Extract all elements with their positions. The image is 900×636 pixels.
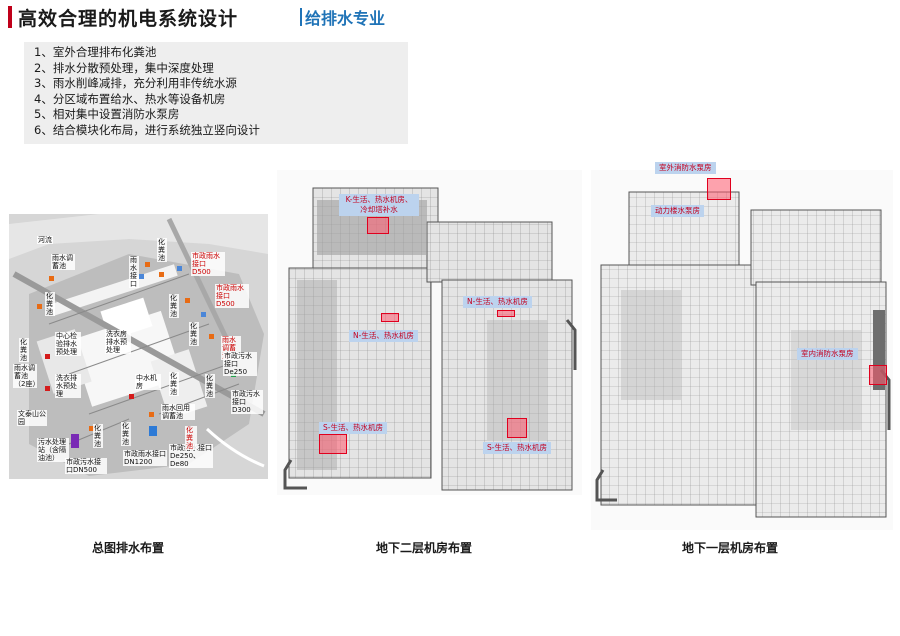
point-item: 6、结合模块化布局，进行系统独立竖向设计 [34, 122, 260, 137]
septic-tank-marker [159, 272, 164, 277]
site-plan-caption: 总图排水布置 [92, 541, 165, 555]
site-label: 市政雨水接口DN1200 [123, 450, 167, 466]
indoor-fire-pump-room [869, 365, 887, 385]
site-label: 化粪池 [169, 294, 179, 318]
septic-tank-marker [209, 334, 214, 339]
site-label: 化粪池 [189, 322, 199, 346]
point-item: 4、分区域布置给水、热水等设备机房 [34, 91, 226, 106]
septic-tank-marker [89, 426, 94, 431]
b1-floor-plan: 动力楼水泵房 室内消防水泵房 [591, 170, 893, 530]
site-label: 中心检验排水预处理 [55, 332, 81, 356]
page-title: 高效合理的机电系统设计 [18, 7, 239, 30]
site-label: 市政雨水接口D500 [191, 252, 225, 276]
point-item: 5、相对集中设置消防水泵房 [34, 107, 180, 122]
point-item: 3、雨水削峰减排，充分利用非传统水源 [34, 76, 237, 91]
site-label: 河流 [37, 236, 53, 244]
machine-room-n-west [381, 313, 399, 322]
site-label: 化粪池 [185, 426, 197, 450]
septic-tank-marker [37, 304, 42, 309]
site-label: 雨水接口 [129, 256, 139, 288]
site-drainage-plan: 河流 化粪池 雨水接口 雨水调蓄池 化粪池 市政雨水接口D500 化粪池 市政雨… [9, 214, 268, 479]
machine-room-s-east [507, 418, 527, 438]
storm-inlet-marker [139, 274, 144, 279]
site-label: 市政污水接口D300 [231, 390, 263, 414]
pretreatment-marker [45, 354, 50, 359]
b2-floor-plan: K-生活、热水机房、冷却塔补水 N-生活、热水机房 N-生活、热水机房 S-生活… [277, 170, 582, 495]
room-tag-k: K-生活、热水机房、冷却塔补水 [339, 194, 419, 216]
outdoor-fire-pump-room [707, 178, 731, 200]
machine-room-k [367, 217, 389, 234]
room-tag-indoor-fire: 室内消防水泵房 [797, 348, 858, 360]
room-tag-s-west: S-生活、热水机房 [319, 422, 387, 434]
b1-plan-caption: 地下一层机房布置 [682, 541, 779, 555]
site-label: 市政污水接口De250 [223, 352, 257, 376]
site-label: 化粪池 [121, 422, 131, 446]
page-subtitle: 给排水专业 [300, 5, 385, 29]
site-label: 市政污水接口DN500 [65, 458, 107, 474]
site-label: 化粪池 [157, 238, 167, 262]
storm-inlet-marker [177, 266, 182, 271]
site-label: 洗衣房排水预处理 [105, 330, 131, 354]
pretreatment-marker [129, 394, 134, 399]
site-label: 污水处理站（含隔油池） [37, 438, 69, 462]
point-item: 1、室外合理排布化粪池 [34, 45, 157, 59]
site-label: 化粪池 [19, 338, 29, 362]
site-label: 雨水回用调蓄池 [161, 404, 195, 420]
title-accent-bar [8, 6, 12, 28]
subtitle-text: 给排水专业 [305, 9, 386, 28]
pretreatment-marker [45, 386, 50, 391]
room-tag-n-east: N-生活、热水机房 [463, 296, 532, 308]
site-label: 洗衣排水预处理 [55, 374, 81, 398]
key-points-box: 1、室外合理排布化粪池 2、排水分散预处理，集中深度处理 3、雨水削峰减排，充分… [24, 42, 408, 144]
machine-room-n-east [497, 310, 515, 317]
site-label: 中水机房 [135, 374, 161, 390]
site-label: 雨水调蓄池 [51, 254, 75, 270]
septic-tank-marker [145, 262, 150, 267]
site-label: 化粪池 [93, 424, 103, 448]
room-tag-n-west: N-生活、热水机房 [349, 330, 418, 342]
site-label: 化粪池 [169, 372, 179, 396]
site-label: 化粪池 [205, 374, 215, 398]
septic-tank-marker [149, 412, 154, 417]
site-label: 市政雨水接口D500 [215, 284, 249, 308]
site-label: 化粪池 [45, 292, 55, 316]
b2-plan-caption: 地下二层机房布置 [376, 541, 473, 555]
machine-room-s-west [319, 434, 347, 454]
site-label: 文泰山公园 [17, 410, 47, 426]
b1-plan-drawing [591, 170, 893, 530]
room-tag-s-east: S-生活、热水机房 [483, 442, 551, 454]
room-tag-text: K-生活、热水机房、冷却塔补水 [345, 195, 413, 214]
site-label: 雨水调蓄池（2座） [13, 364, 40, 388]
room-tag-outdoor-fire-label: 室外消防水泵房 [655, 162, 716, 174]
septic-tank-marker [49, 276, 54, 281]
point-item: 2、排水分散预处理，集中深度处理 [34, 60, 214, 75]
page-header: 高效合理的机电系统设计 [8, 4, 238, 30]
room-tag-power-pump: 动力楼水泵房 [651, 205, 704, 217]
subtitle-divider [300, 8, 302, 26]
septic-tank-marker [185, 298, 190, 303]
storm-inlet-marker [201, 312, 206, 317]
